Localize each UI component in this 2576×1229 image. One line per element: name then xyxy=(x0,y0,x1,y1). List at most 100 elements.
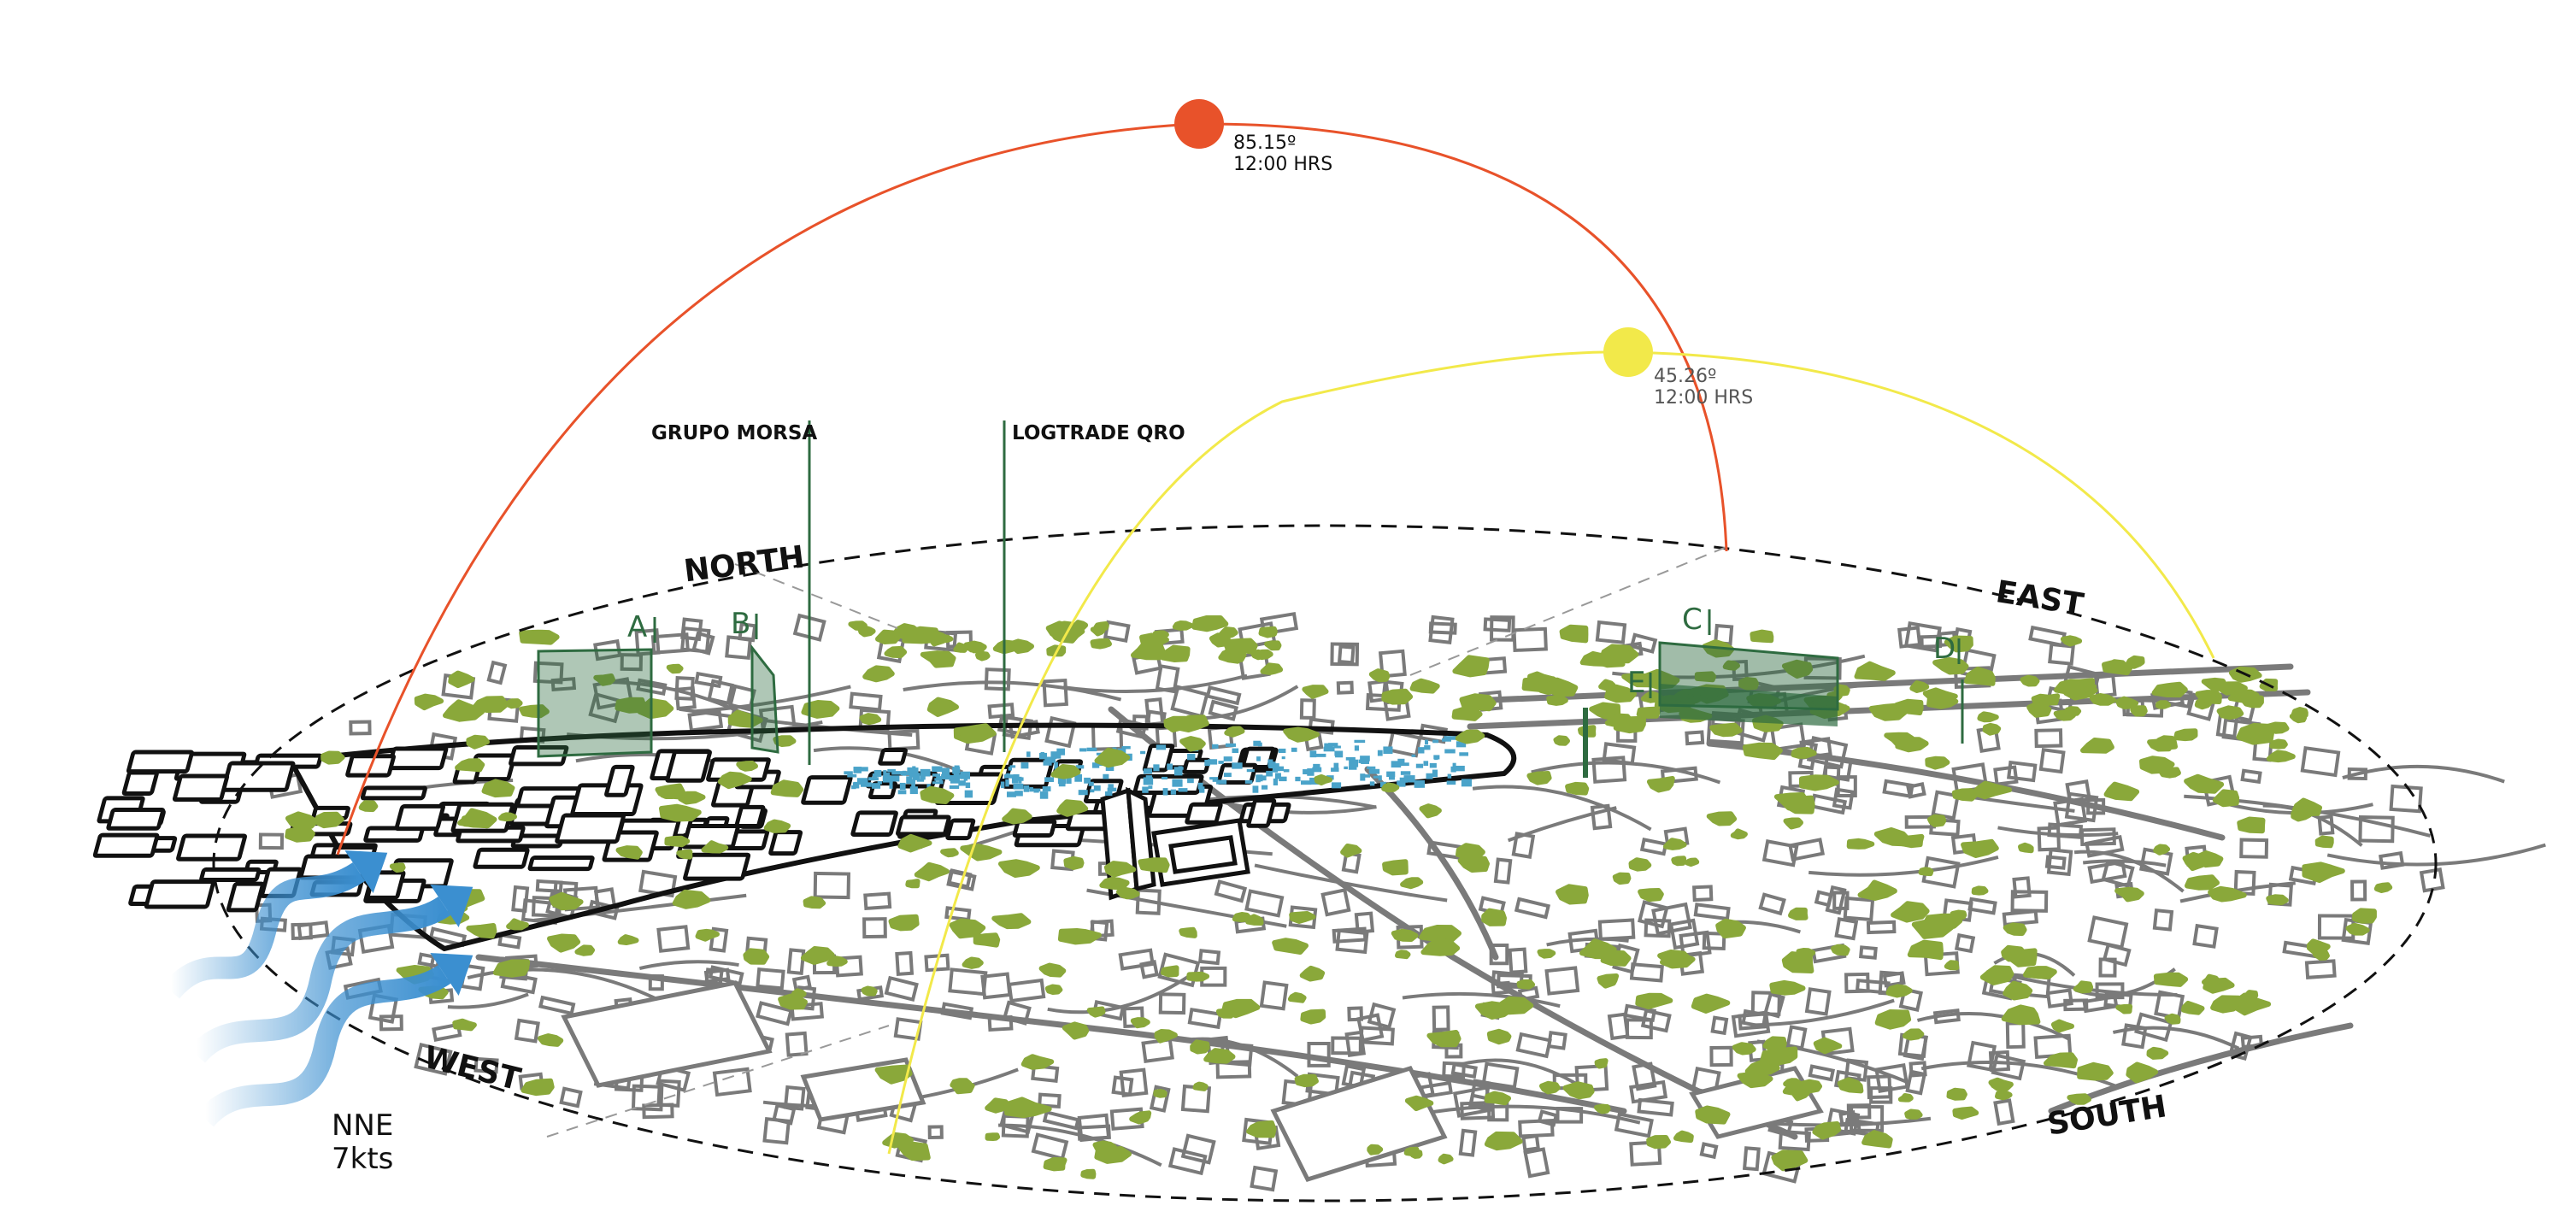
fabric-block xyxy=(1149,1085,1171,1113)
tree-cluster xyxy=(1038,962,1067,978)
fabric-block xyxy=(1761,839,1799,867)
fabric-block xyxy=(1785,1025,1808,1050)
blue-cell xyxy=(1361,758,1370,764)
tree-cluster xyxy=(1246,1120,1277,1138)
tree-cluster xyxy=(481,779,515,798)
blue-cell xyxy=(938,779,944,784)
wind-arrows xyxy=(162,850,473,1127)
blue-cell xyxy=(1090,789,1095,793)
blue-cell xyxy=(1204,759,1210,767)
tree-cluster xyxy=(1391,928,1419,942)
fabric-block xyxy=(1769,722,1807,752)
fabric-block xyxy=(2007,760,2038,783)
blue-cell xyxy=(1000,781,1005,789)
industrial-block xyxy=(92,832,160,858)
street-line xyxy=(1254,863,1448,903)
blue-cell xyxy=(1447,773,1452,779)
blue-cell xyxy=(907,779,916,783)
blue-cell xyxy=(963,777,968,781)
tree-cluster xyxy=(1691,993,1731,1014)
tree-cluster xyxy=(914,861,950,882)
fabric-block xyxy=(1508,947,1528,974)
fabric-block xyxy=(1866,920,1897,935)
tree-cluster xyxy=(1750,629,1774,644)
tree-cluster xyxy=(1546,677,1579,697)
tree-cluster xyxy=(2266,750,2296,763)
fabric-block xyxy=(1387,730,1422,758)
blue-cell xyxy=(1362,774,1371,778)
section-volumes xyxy=(537,641,1964,778)
tree-cluster xyxy=(803,896,826,909)
blue-cell xyxy=(1225,743,1236,747)
fabric-block xyxy=(1007,978,1046,1003)
tree-cluster xyxy=(2022,966,2057,979)
fabric-block xyxy=(1844,1058,1869,1082)
industrial-block xyxy=(665,750,712,783)
tree-cluster xyxy=(1302,685,1329,699)
section-marker-e: E xyxy=(1627,666,1646,700)
blue-cell xyxy=(1084,777,1091,784)
blue-cell xyxy=(920,773,926,780)
blue-cell xyxy=(1345,756,1356,761)
blue-cell xyxy=(887,768,896,773)
tree-cluster xyxy=(2115,696,2139,709)
fabric-block xyxy=(786,948,806,975)
blue-cell xyxy=(1444,749,1456,754)
tree-cluster xyxy=(1409,1149,1423,1159)
sun-low-icon xyxy=(1603,327,1653,377)
fabric-block xyxy=(1119,1067,1149,1097)
tree-cluster xyxy=(985,1097,1012,1114)
fabric-block xyxy=(1515,1032,1552,1059)
blue-cell xyxy=(1383,746,1393,755)
tree-cluster xyxy=(1771,1150,1808,1172)
street-line xyxy=(638,960,739,970)
tree-cluster xyxy=(862,665,895,683)
fabric-block xyxy=(1428,614,1455,644)
tree-cluster xyxy=(2212,789,2240,808)
blue-cell xyxy=(941,776,950,780)
blue-cell xyxy=(954,765,960,769)
industrial-block xyxy=(527,856,595,872)
blue-cell xyxy=(868,777,879,781)
fabric-block xyxy=(2005,1021,2026,1050)
fabric-block xyxy=(1378,649,1407,679)
tree-cluster xyxy=(1218,626,1238,639)
blue-cell xyxy=(932,766,943,773)
industrial-block xyxy=(473,847,530,869)
fabric-block xyxy=(2350,879,2367,902)
fabric-block xyxy=(1259,611,1299,636)
blue-cell xyxy=(1054,762,1058,770)
tree-cluster xyxy=(1722,660,1740,671)
street-line xyxy=(447,992,529,1009)
tree-cluster xyxy=(1638,888,1664,903)
fabric-block xyxy=(2134,1012,2173,1043)
fabric-block xyxy=(1595,620,1627,644)
tree-cluster xyxy=(859,713,882,726)
fabric-block xyxy=(1679,930,1712,958)
tree-cluster xyxy=(2018,842,2034,854)
fabric-block xyxy=(1512,626,1548,653)
vegetation xyxy=(285,615,2393,1179)
blue-cell xyxy=(1006,791,1016,797)
street-line xyxy=(1997,826,2119,838)
fabric-block xyxy=(2358,814,2395,844)
fabric-block xyxy=(631,1084,664,1112)
tree-cluster xyxy=(1601,644,1639,664)
tree-cluster xyxy=(1090,626,1106,637)
fabric-block xyxy=(2102,943,2132,967)
tree-cluster xyxy=(2185,874,2220,891)
fabric-block xyxy=(514,1018,540,1044)
industrial-block xyxy=(176,833,247,861)
blue-cell xyxy=(1450,736,1459,740)
tree-cluster xyxy=(791,988,807,999)
blue-cell xyxy=(1105,791,1113,797)
tree-cluster xyxy=(1861,1130,1893,1149)
wind-arrow-shaft xyxy=(162,861,366,999)
tree-cluster xyxy=(861,985,878,997)
tree-cluster xyxy=(466,734,490,750)
tree-cluster xyxy=(949,918,986,939)
tree-cluster xyxy=(1971,885,1989,896)
fabric-block xyxy=(1347,1006,1364,1022)
tree-cluster xyxy=(1891,901,1930,923)
tree-cluster xyxy=(1451,706,1483,721)
